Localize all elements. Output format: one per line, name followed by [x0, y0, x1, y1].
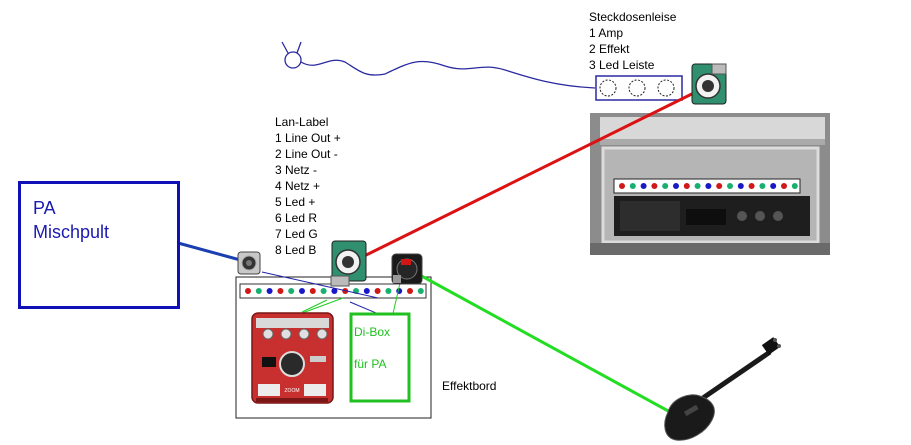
- pa-mischpult-box: PA Mischpult: [18, 181, 180, 309]
- steckdosenleiste-title: Steckdosenleise: [589, 10, 677, 24]
- led-dot: [629, 183, 636, 189]
- effektbord-label: Effektbord: [442, 379, 497, 393]
- led-dot: [619, 183, 625, 189]
- led-dot: [417, 288, 424, 294]
- led-dot: [640, 183, 647, 189]
- led-dot: [694, 183, 701, 189]
- led-dot: [320, 288, 327, 294]
- led-dot: [716, 183, 723, 189]
- led-dot: [737, 183, 744, 189]
- led-dot: [759, 183, 766, 189]
- led-dot: [407, 288, 413, 294]
- mains-plug-icon: [281, 41, 302, 69]
- led-dot: [673, 183, 679, 189]
- led-dot: [299, 288, 305, 294]
- pa-label: PA: [33, 198, 56, 218]
- lan-label-item: 5 Led +: [275, 195, 316, 209]
- led-dot: [255, 288, 262, 294]
- led-dot: [331, 288, 338, 294]
- led-dot: [277, 288, 284, 294]
- led-dot: [288, 288, 295, 294]
- lan-label-item: 2 Line Out -: [275, 147, 338, 161]
- lan-label-item: 8 Led B: [275, 243, 317, 257]
- led-dot: [727, 183, 733, 189]
- ethercon-connector-board-icon: [330, 240, 367, 287]
- steckdosenleiste-legend: Steckdosenleise 1 Amp 2 Effekt 3 Led Lei…: [589, 9, 676, 73]
- dibox-outline: [349, 312, 411, 403]
- pedal-brand-label: ZOOM: [285, 388, 300, 394]
- lan-label-item: 4 Netz +: [275, 179, 321, 193]
- pa-cable: [177, 241, 245, 263]
- lan-label-title: Lan-Label: [275, 115, 329, 129]
- lan-label-item: 7 Led G: [275, 227, 318, 241]
- led-dot: [662, 183, 669, 189]
- zoom-effect-pedal: [251, 312, 334, 404]
- led-dot: [266, 288, 273, 294]
- led-dot: [396, 288, 403, 294]
- effektbord-led-strip: [239, 283, 427, 299]
- ethercon-connector-rack-icon: [691, 63, 727, 105]
- led-dot: [363, 288, 370, 294]
- lan-label-item: 6 Led R: [275, 211, 318, 225]
- led-dot: [748, 183, 755, 189]
- guitar-cable-green: [406, 266, 682, 420]
- dibox-label: Di-Box: [354, 325, 391, 339]
- bass-guitar-icon: [664, 337, 781, 441]
- mischpult-label: Mischpult: [33, 222, 110, 242]
- amp-rack-case: [590, 113, 830, 255]
- steckdosenleiste-item: 2 Effekt: [589, 42, 630, 56]
- lan-label-legend: Lan-Label 1 Line Out + 2 Line Out - 3 Ne…: [275, 114, 341, 258]
- led-dot: [770, 183, 777, 189]
- led-dot: [245, 288, 251, 294]
- power-cable-red: [347, 84, 709, 266]
- led-dot: [374, 288, 381, 294]
- led-dot: [791, 183, 798, 189]
- lan-label-item: 3 Netz -: [275, 163, 318, 177]
- steckdosenleiste-item: 3 Led Leiste: [589, 58, 655, 72]
- speakon-connector-icon: [391, 253, 423, 285]
- power-strip: [595, 75, 683, 101]
- led-dot: [651, 183, 658, 189]
- led-dot: [385, 288, 392, 294]
- xlr-connector-icon: [237, 251, 261, 275]
- amp-rack-led-strip: [613, 178, 801, 194]
- led-dot: [309, 288, 316, 294]
- lan-label-item: 1 Line Out +: [275, 131, 341, 145]
- led-dot: [683, 183, 690, 189]
- led-dot: [781, 183, 787, 189]
- led-dot: [705, 183, 712, 189]
- mains-cable: [300, 59, 596, 89]
- steckdosenleiste-item: 1 Amp: [589, 26, 624, 40]
- dibox-sublabel: für PA: [354, 357, 387, 371]
